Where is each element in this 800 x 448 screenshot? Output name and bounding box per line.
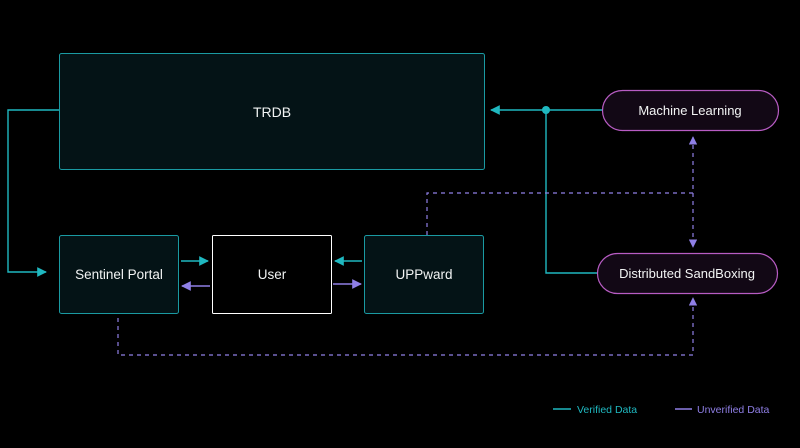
node-user-label: User (258, 267, 287, 282)
junction-dot (542, 106, 550, 114)
node-distributed-sandboxing[interactable]: Distributed SandBoxing (596, 252, 779, 295)
node-user[interactable]: User (212, 235, 332, 314)
legend-verified-label: Verified Data (577, 404, 637, 416)
edge-junction-to-sandboxing (545, 110, 598, 274)
edge-sentinel-to-sandboxing (117, 297, 698, 356)
node-machine-learning-label: Machine Learning (638, 103, 741, 118)
node-distributed-sandboxing-label: Distributed SandBoxing (619, 266, 755, 281)
node-machine-learning[interactable]: Machine Learning (601, 89, 780, 132)
legend-verified: Verified Data (553, 404, 637, 416)
node-sentinel-portal-label: Sentinel Portal (75, 267, 163, 282)
node-sentinel-portal[interactable]: Sentinel Portal (59, 235, 179, 314)
edge-trdb-to-sentinel (7, 109, 59, 277)
node-trdb-label: TRDB (253, 104, 291, 120)
legend: Verified Data Unverified Data (553, 404, 770, 416)
legend-unverified: Unverified Data (675, 404, 770, 416)
node-uppward-label: UPPward (395, 267, 452, 282)
edge-uppward-dashed (426, 192, 693, 235)
legend-unverified-label: Unverified Data (697, 404, 770, 416)
node-uppward[interactable]: UPPward (364, 235, 484, 314)
node-trdb[interactable]: TRDB (59, 53, 485, 170)
